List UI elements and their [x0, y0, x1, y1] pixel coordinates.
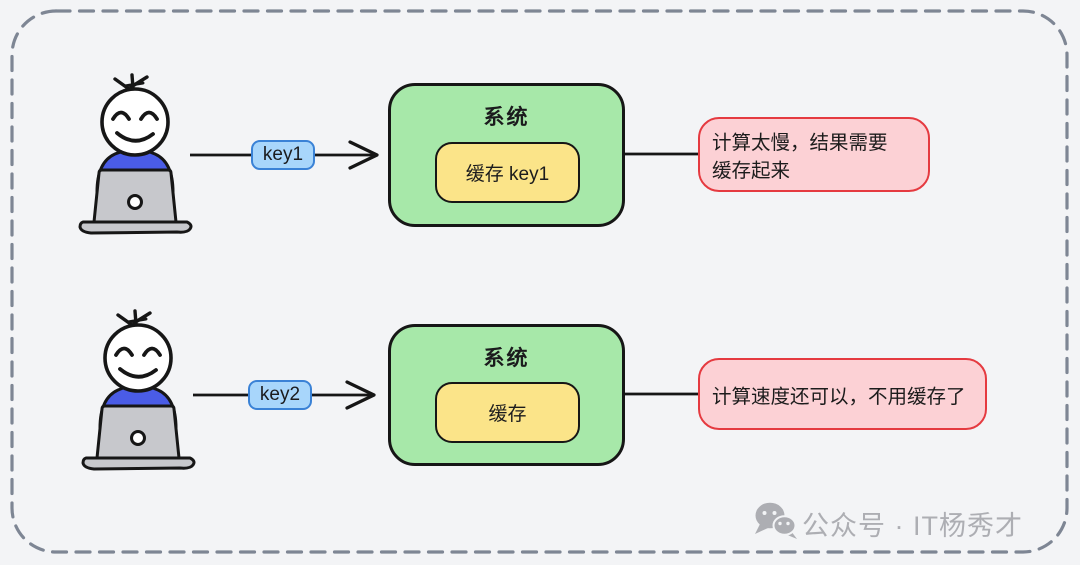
- key1-badge: key1: [251, 140, 315, 170]
- note-box-row2: 计算速度还可以，不用缓存了: [698, 358, 987, 430]
- note-box-row1: 计算太慢，结果需要 缓存起来: [698, 117, 930, 192]
- user-figure-row1: [78, 73, 193, 235]
- system-box-row1: 系统 缓存 key1: [388, 83, 625, 227]
- system-box-row2: 系统 缓存: [388, 324, 625, 466]
- cache-box-row2: 缓存: [435, 382, 580, 443]
- key2-badge: key2: [248, 380, 312, 410]
- system-title-row2: 系统: [483, 347, 530, 370]
- note-row1-line1: 计算太慢，结果需要: [712, 132, 888, 154]
- wechat-icon: [755, 502, 797, 539]
- system-title-row1: 系统: [483, 106, 530, 129]
- note-row1-line2: 缓存起来: [712, 160, 791, 182]
- key2-label: key2: [259, 384, 301, 405]
- dashed-border: [10, 9, 1069, 554]
- cache-label-row2: 缓存: [488, 404, 527, 425]
- user-figure-row2: [81, 309, 196, 471]
- watermark-text: 公众号 · IT杨秀才: [802, 511, 1023, 541]
- cache-label-row1: 缓存 key1: [465, 164, 550, 185]
- note-row2-line1: 计算速度还可以，不用缓存了: [712, 385, 966, 408]
- key1-label: key1: [262, 144, 304, 165]
- cache-box-row1: 缓存 key1: [435, 142, 580, 203]
